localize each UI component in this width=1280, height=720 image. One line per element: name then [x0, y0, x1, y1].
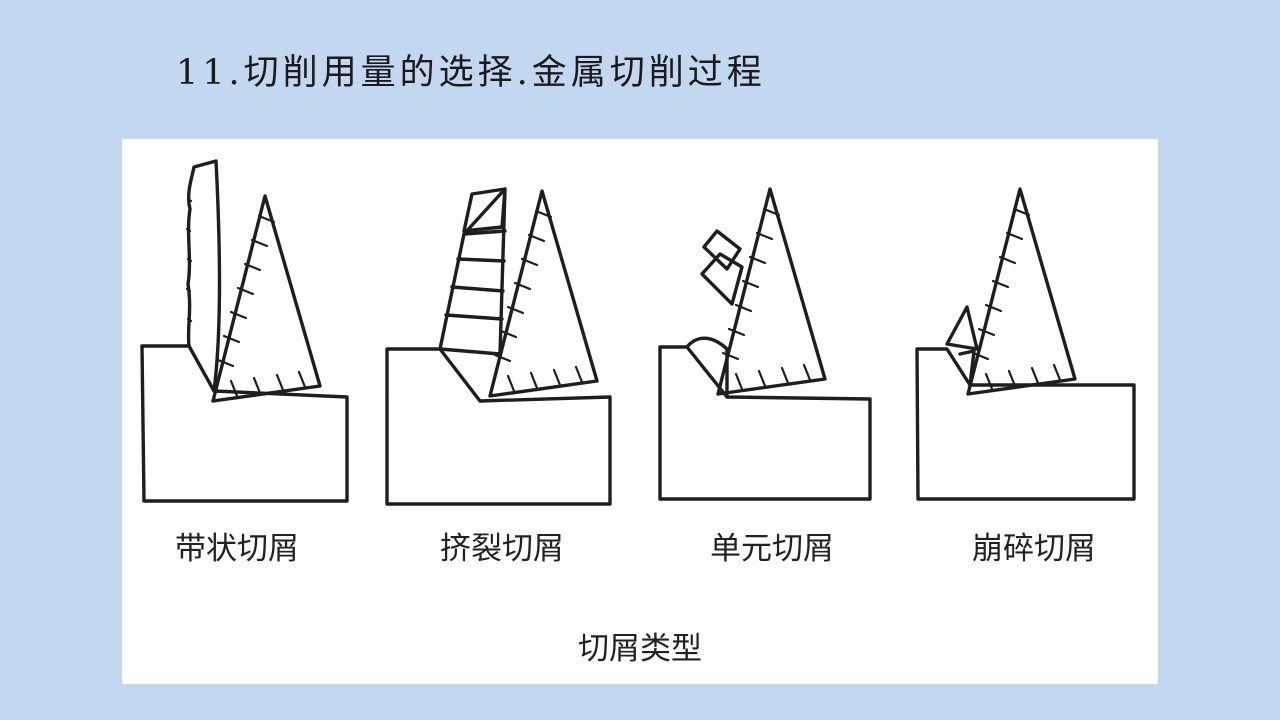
chip-label-continuous: 带状切屑	[175, 531, 299, 567]
chip	[685, 229, 744, 399]
workpiece	[658, 345, 872, 501]
chip-types-figure: 带状切屑 挤裂切屑 单元切屑 崩碎切屑 切屑类型	[122, 139, 1158, 684]
cutting-tool	[966, 187, 1077, 396]
shear-chip-diagram	[385, 187, 612, 506]
chip-types-diagram	[140, 159, 1136, 506]
cutting-tool	[211, 194, 322, 403]
cutting-tool	[488, 189, 599, 398]
chip	[438, 187, 507, 356]
discontinuous-chip-diagram	[915, 187, 1136, 501]
chip-label-discontinuous: 崩碎切屑	[972, 531, 1096, 567]
unit-chip-diagram	[658, 187, 872, 501]
chip-label-shear: 挤裂切屑	[440, 531, 564, 567]
slide-title: 11.切削用量的选择.金属切削过程	[176, 53, 766, 93]
figure-caption: 切屑类型	[578, 631, 702, 667]
workpiece	[385, 347, 612, 506]
chip	[945, 305, 979, 387]
continuous-chip-diagram	[140, 159, 349, 503]
chip	[186, 159, 222, 393]
chip-label-unit: 单元切屑	[710, 531, 834, 567]
workpiece	[915, 347, 1136, 501]
